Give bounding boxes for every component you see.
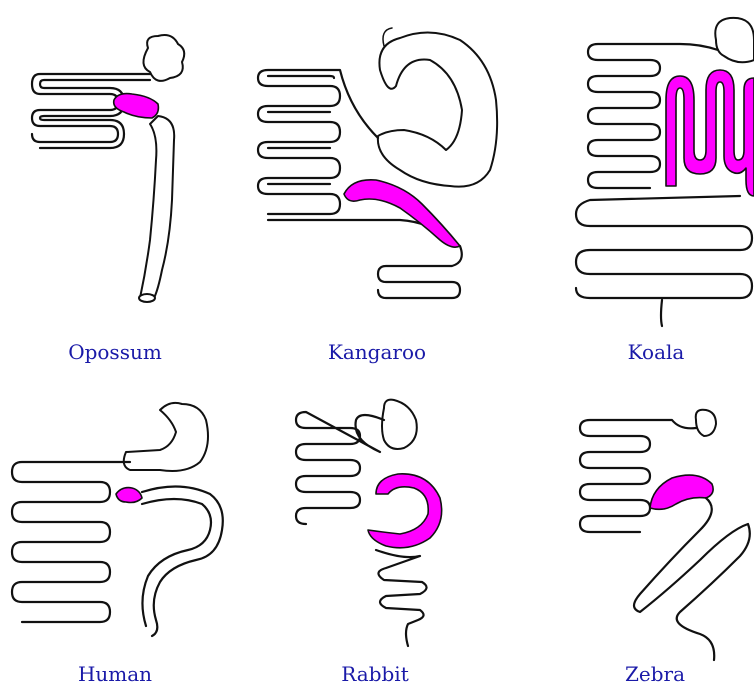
koala-label: Koala [576,340,736,364]
human-stomach [124,403,208,471]
kangaroo-cecum [344,180,460,247]
kangaroo-colon [378,246,462,298]
kangaroo-stomach [378,32,497,186]
koala-colon [576,196,752,326]
kangaroo-label: Kangaroo [297,340,457,364]
zebra-illustration [580,410,750,660]
koala-illustration [576,18,754,326]
opossum-label: Opossum [35,340,195,364]
opossum-anus [139,294,155,302]
opossum-cecum [114,94,159,118]
rabbit-cecum [368,474,442,548]
rabbit-small-intestine [296,412,384,524]
koala-stomach [715,18,754,62]
zebra-stomach [696,410,716,436]
rabbit-stomach [382,400,417,449]
human-small-intestine [12,462,130,622]
zebra-cecum [650,475,713,509]
human-colon [142,486,223,636]
rabbit-colon [376,550,427,646]
human-cecum [116,488,142,503]
zebra-label: Zebra [575,662,735,686]
opossum-illustration [32,35,184,302]
human-illustration [12,403,223,636]
rabbit-label: Rabbit [295,662,455,686]
koala-cecum [666,70,754,196]
zebra-colon [634,498,750,660]
rabbit-illustration [296,400,442,646]
kangaroo-illustration [258,28,497,298]
human-label: Human [35,662,195,686]
opossum-colon [140,116,174,298]
